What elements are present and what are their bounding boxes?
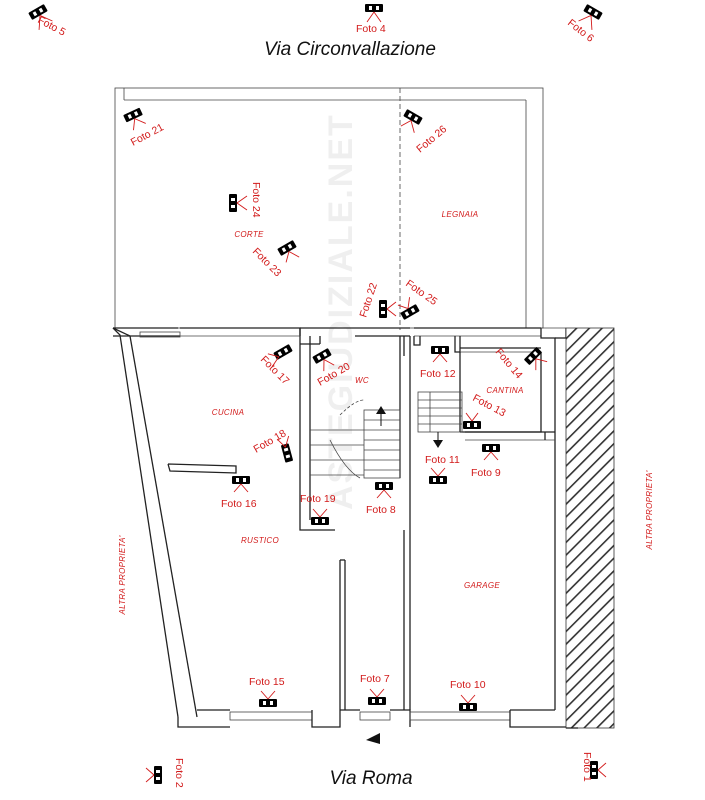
room-label-wc: WC (355, 376, 369, 385)
photo-label-11: Foto 11 (425, 454, 460, 466)
side-label-right: ALTRA PROPRIETA' (645, 470, 654, 550)
camera-icon (259, 690, 277, 707)
photo-label-14: Foto 14 (493, 346, 525, 381)
staircase (310, 391, 463, 479)
photo-label-7: Foto 7 (360, 673, 390, 685)
camera-icon (311, 508, 329, 525)
adjacent-property-hatch (565, 327, 615, 729)
camera-icon (368, 688, 386, 705)
room-label-cantina: CANTINA (486, 386, 523, 395)
camera-icon (232, 476, 250, 493)
photo-label-9: Foto 9 (471, 467, 501, 479)
camera-icon (145, 766, 162, 784)
camera-icon (397, 297, 420, 320)
camera-icon (375, 482, 393, 499)
watermark: ASTEGIUDIZIALE.NET (322, 113, 360, 510)
photo-label-10: Foto 10 (450, 679, 486, 691)
room-label-rustico: RUSTICO (241, 536, 279, 545)
photo-label-5: Foto 5 (36, 14, 68, 39)
building-walls (112, 327, 578, 744)
photo-label-2: Foto 2 (173, 758, 185, 788)
photo-label-8: Foto 8 (366, 504, 396, 516)
room-label-corte: CORTE (234, 230, 264, 239)
camera-icon (277, 240, 300, 263)
entrance-arrow-icon (366, 733, 380, 744)
camera-icon (276, 435, 294, 463)
camera-icon (463, 412, 481, 429)
camera-icon (312, 348, 335, 372)
room-label-cucina: CUCINA (212, 408, 244, 417)
camera-icon (365, 4, 383, 23)
camera-icon (590, 761, 607, 779)
camera-icon (28, 4, 53, 30)
photo-label-16: Foto 16 (221, 498, 257, 510)
camera-icon (578, 4, 603, 30)
camera-icon (229, 194, 248, 212)
camera-icon (431, 346, 449, 363)
photo-label-22: Foto 22 (357, 281, 379, 319)
camera-icon (400, 109, 423, 133)
photo-label-15: Foto 15 (249, 676, 285, 688)
room-label-legnaia: LEGNAIA (442, 210, 479, 219)
street-bottom-label: Via Roma (329, 768, 412, 789)
camera-icon (482, 444, 500, 461)
side-label-left: ALTRA PROPRIETA' (118, 535, 127, 615)
camera-icon (523, 346, 548, 371)
camera-icon (379, 300, 397, 318)
photo-label-4: Foto 4 (356, 23, 386, 35)
camera-icon (459, 694, 477, 711)
camera-icon (123, 107, 146, 131)
photo-label-26: Foto 26 (414, 123, 449, 155)
room-label-garage: GARAGE (464, 581, 500, 590)
photo-label-19: Foto 19 (300, 493, 336, 505)
photo-label-12: Foto 12 (420, 368, 456, 380)
street-top-label: Via Circonvallazione (264, 39, 436, 60)
photo-label-1: Foto 1 (581, 752, 593, 782)
photo-label-24: Foto 24 (250, 182, 262, 218)
photo-label-17: Foto 17 (258, 354, 292, 388)
camera-icon (429, 467, 447, 484)
camera-icon (267, 344, 293, 369)
